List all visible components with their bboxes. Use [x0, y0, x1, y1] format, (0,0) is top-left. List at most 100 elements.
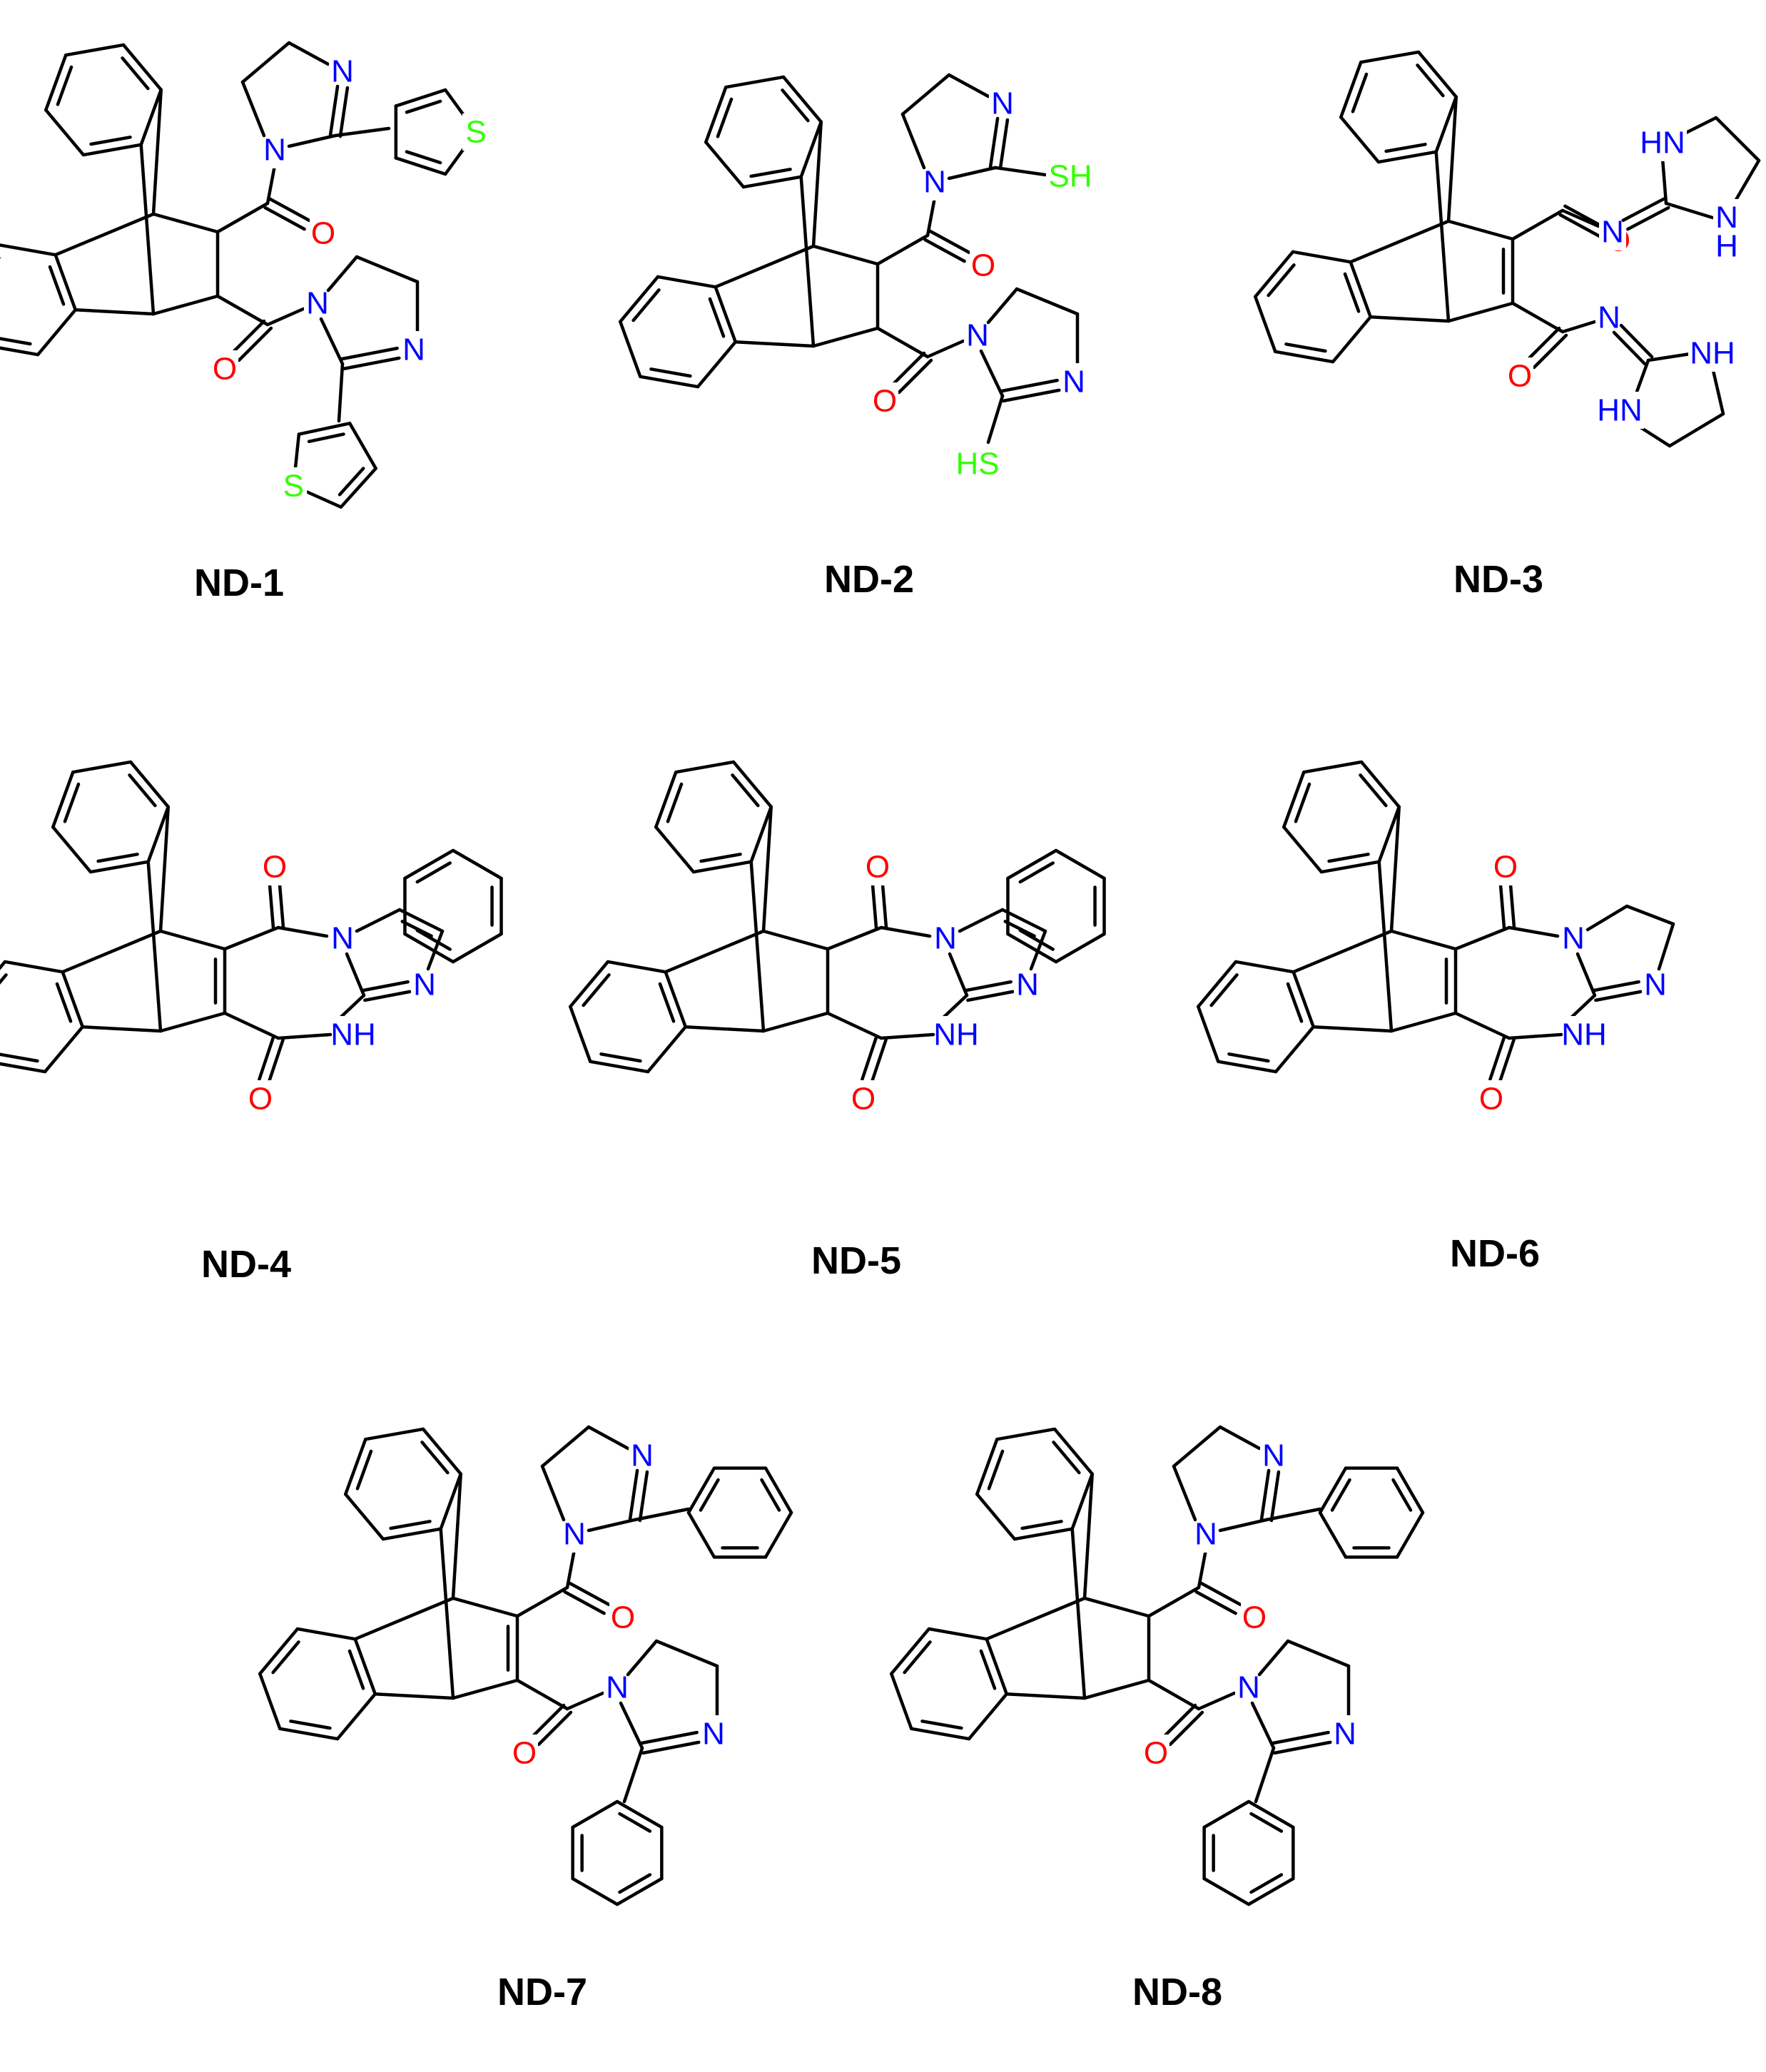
nitrogen-atom: N	[306, 286, 329, 321]
ring-bond	[879, 1032, 935, 1040]
fused-benzo-double-bond	[403, 848, 455, 880]
left-benzo-double-bond	[568, 960, 610, 1009]
atom-mask	[310, 215, 337, 252]
ring-bond	[276, 1032, 333, 1040]
amide-bond	[1197, 1548, 1208, 1590]
left-benzo-double-bond	[61, 970, 85, 1029]
left-benzo-bond	[1234, 960, 1295, 974]
left-benzo-double-bond	[353, 1637, 377, 1696]
nitrogen-atom: N	[631, 1438, 654, 1473]
imine-double-bond	[628, 1468, 639, 1521]
imine-double-bond	[966, 990, 1015, 1002]
thiophene-double-bond	[297, 422, 352, 436]
left-benzo-double-bond	[55, 982, 73, 1023]
carbonyl-double-bond	[1168, 1710, 1204, 1747]
left-benzo-bond	[1196, 1005, 1220, 1064]
ring-bond	[276, 925, 329, 938]
atom-mask	[1560, 920, 1587, 957]
upper-benzo-double-bond	[44, 53, 68, 112]
compound-label-nd7: ND-7	[497, 1971, 587, 2013]
carbonyl-double-bond	[928, 229, 971, 255]
core-bond	[985, 1596, 1087, 1641]
left-benzo-double-bond	[658, 982, 676, 1023]
ring-bond	[958, 908, 1005, 933]
left-benzo-double-bond	[1196, 960, 1238, 1009]
upper-benzo-double-bond	[355, 1449, 373, 1490]
amide-bond	[265, 163, 277, 205]
core-bond	[139, 143, 156, 316]
upper-benzo-double-bond	[96, 853, 139, 863]
phenyl-double-bond	[763, 1466, 793, 1515]
carbonyl-double-bond	[1161, 1703, 1197, 1740]
ring-double-bond	[397, 908, 445, 933]
ring-bond	[540, 1425, 591, 1468]
upper-benzo-double-bond	[716, 97, 734, 138]
fused-benzo-double-bond	[403, 932, 455, 964]
imine-double-bond	[1594, 990, 1643, 1002]
core-bond	[684, 1025, 766, 1033]
core-bond	[1082, 1596, 1151, 1618]
nitrogen-atom: N	[934, 921, 957, 956]
upper-benzo-bond	[44, 108, 86, 157]
phenyl-double-bond	[615, 1877, 664, 1906]
left-benzo-double-bond	[271, 1640, 300, 1675]
carbonyl-double-bond	[537, 1710, 573, 1747]
carbonyl-double-bond	[268, 883, 275, 930]
left-benzo-double-bond	[979, 1649, 997, 1690]
upper-benzo-bond	[1302, 760, 1364, 774]
atom-mask	[850, 1080, 877, 1117]
atom-mask	[1142, 1735, 1169, 1772]
nitrogen-atom: N	[263, 133, 286, 168]
upper-benzo-bond	[1339, 115, 1381, 164]
ring-double-bond	[1003, 920, 1036, 938]
ring-bond	[1507, 1032, 1563, 1040]
upper-benzo-double-bond	[128, 760, 171, 809]
core-bond	[1389, 805, 1401, 933]
atom-mask	[1046, 158, 1095, 195]
atom-mask	[462, 113, 489, 151]
oxygen-atom: O	[1508, 359, 1532, 394]
upper-benzo-double-bond	[121, 43, 163, 92]
upper-benzo-bond	[364, 1427, 425, 1441]
atom-mask	[261, 131, 288, 168]
fused-benzo-bond	[1054, 848, 1106, 880]
atom-mask	[989, 85, 1016, 122]
left-benzo-double-bond	[0, 346, 40, 357]
nitrogen-atom: N	[1562, 921, 1585, 956]
imine-double-bond	[342, 356, 401, 371]
upper-benzo-double-bond	[781, 75, 823, 124]
oxygen-atom: O	[263, 850, 287, 885]
atom-mask	[1560, 1016, 1608, 1053]
aryl-bond	[1264, 1507, 1322, 1522]
phenyl-double-bond	[699, 1478, 720, 1512]
upper-benzo-double-bond	[1384, 143, 1427, 153]
imine-double-bond	[964, 980, 1013, 992]
upper-benzo-double-bond	[1351, 72, 1369, 113]
nitrogen-atom: H	[1715, 229, 1738, 264]
imine-double-bond	[988, 116, 1000, 169]
nitrogen-atom: N	[402, 332, 425, 367]
ring-bond	[1453, 925, 1511, 951]
imine-double-bond	[361, 980, 410, 992]
left-benzo-bond	[696, 340, 738, 389]
core-bond	[439, 1527, 455, 1700]
left-benzo-bond	[3, 960, 64, 974]
phenyl-double-bond	[618, 1812, 652, 1833]
left-benzo-double-bond	[639, 375, 700, 389]
carbonyl-bond	[1511, 208, 1565, 241]
imine-double-bond	[1619, 323, 1654, 359]
upper-benzo-bond	[1282, 825, 1324, 874]
upper-benzo-double-bond	[749, 168, 792, 178]
ring-bond	[345, 952, 366, 997]
left-benzo-bond	[335, 1692, 377, 1741]
fused-benzo-double-bond	[1018, 861, 1055, 884]
nitrogen-atom: N	[923, 165, 946, 200]
carbonyl-bond	[1147, 1678, 1201, 1711]
nitrogen-atom: N	[563, 1517, 586, 1552]
core-bond	[811, 244, 880, 266]
ring-bond	[1714, 116, 1761, 163]
imine-double-bond	[340, 346, 399, 361]
fused-benzo-double-bond	[415, 928, 452, 951]
